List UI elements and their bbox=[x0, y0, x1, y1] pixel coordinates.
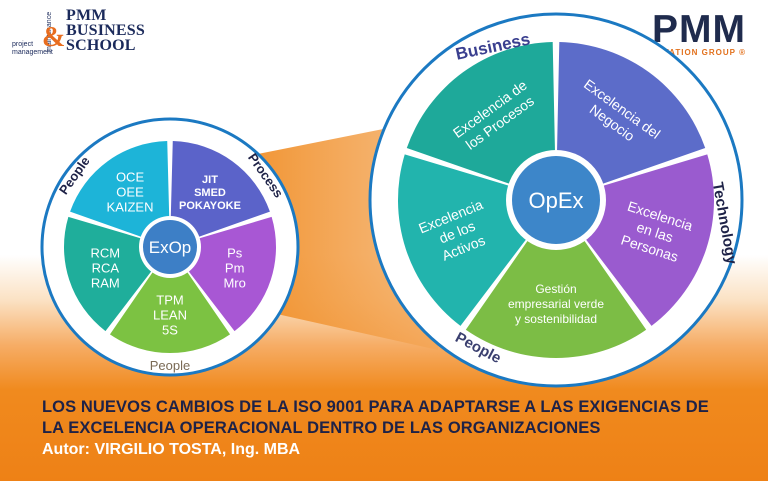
exop-segment-4 bbox=[109, 271, 231, 353]
author-line: Autor: VIRGILIO TOSTA, Ing. MBA bbox=[42, 439, 762, 461]
opex-segment-4-label-3: y sostenibilidad bbox=[515, 312, 597, 326]
exop-label-people-bottom: People bbox=[150, 358, 190, 373]
author-label: Autor: bbox=[42, 441, 90, 458]
exop-segment-5-label-2: RCA bbox=[92, 261, 120, 276]
exop-segment-4-label-1: TPM bbox=[156, 293, 183, 308]
logo-ampersand: & bbox=[42, 22, 66, 53]
opex-segment-2 bbox=[557, 42, 706, 185]
logo-line-1: PMM bbox=[66, 7, 107, 24]
exop-segment-1 bbox=[70, 141, 170, 237]
exop-segment-2 bbox=[170, 141, 270, 237]
exop-segment-5-label-1: RCM bbox=[91, 246, 121, 261]
title-line-2: LA EXCELENCIA OPERACIONAL DENTRO DE LAS … bbox=[42, 419, 601, 437]
exop-segment-2-label-3: POKAYOKE bbox=[179, 200, 241, 212]
logo-word-project: project bbox=[12, 41, 34, 48]
logo-right-registered: ® bbox=[739, 48, 746, 57]
exop-segment-5 bbox=[63, 216, 152, 332]
exop-segment-4-label-3: 5S bbox=[162, 323, 178, 338]
exop-center bbox=[143, 220, 197, 274]
logo-line-2: BUSINESS bbox=[66, 22, 145, 39]
exop-segment-2-label-1: JIT bbox=[202, 174, 218, 186]
exop-segment-3 bbox=[188, 216, 276, 332]
opex-segment-3 bbox=[585, 154, 714, 326]
exop-segment-4-label-2: LEAN bbox=[153, 308, 187, 323]
exop-segment-3-label-1: Ps bbox=[227, 246, 243, 261]
exop-segment-1-label-3: KAIZEN bbox=[107, 200, 154, 215]
exop-center-label: ExOp bbox=[149, 238, 192, 257]
opex-center bbox=[512, 156, 600, 244]
logo-right-tagline: INNOVATION GROUP bbox=[639, 48, 736, 57]
pmm-business-school-logo: project management maintenance & PMM BUS… bbox=[12, 8, 162, 64]
opex-segment-5 bbox=[398, 154, 527, 326]
opex-center-label: OpEx bbox=[528, 188, 583, 213]
logo-line-3: SCHOOL bbox=[66, 37, 136, 54]
opex-segment-4-label-2: empresarial verde bbox=[508, 297, 604, 311]
title-line-1: LOS NUEVOS CAMBIOS DE LA ISO 9001 PARA A… bbox=[42, 398, 709, 416]
opex-segment-1 bbox=[406, 42, 555, 185]
logo-word-management: management bbox=[12, 49, 53, 56]
exop-segment-1-label-2: OEE bbox=[116, 185, 144, 200]
exop-segment-2-label-2: SMED bbox=[194, 187, 226, 199]
title-block: LOS NUEVOS CAMBIOS DE LA ISO 9001 PARA A… bbox=[42, 397, 762, 461]
exop-segment-1-label-1: OCE bbox=[116, 170, 145, 185]
exop-segment-3-label-2: Pm bbox=[225, 261, 245, 276]
exop-segment-5-label-3: RAM bbox=[91, 276, 120, 291]
opex-segment-4 bbox=[465, 239, 647, 358]
exop-segment-3-label-3: Mro bbox=[223, 276, 245, 291]
author-name: VIRGILIO TOSTA, Ing. MBA bbox=[94, 441, 301, 458]
logo-right-name: PMM bbox=[652, 8, 746, 51]
pmm-innovation-group-logo: PMM INNOVATION GROUP ® bbox=[639, 8, 746, 58]
opex-segment-4-label-1: Gestión bbox=[535, 282, 576, 296]
